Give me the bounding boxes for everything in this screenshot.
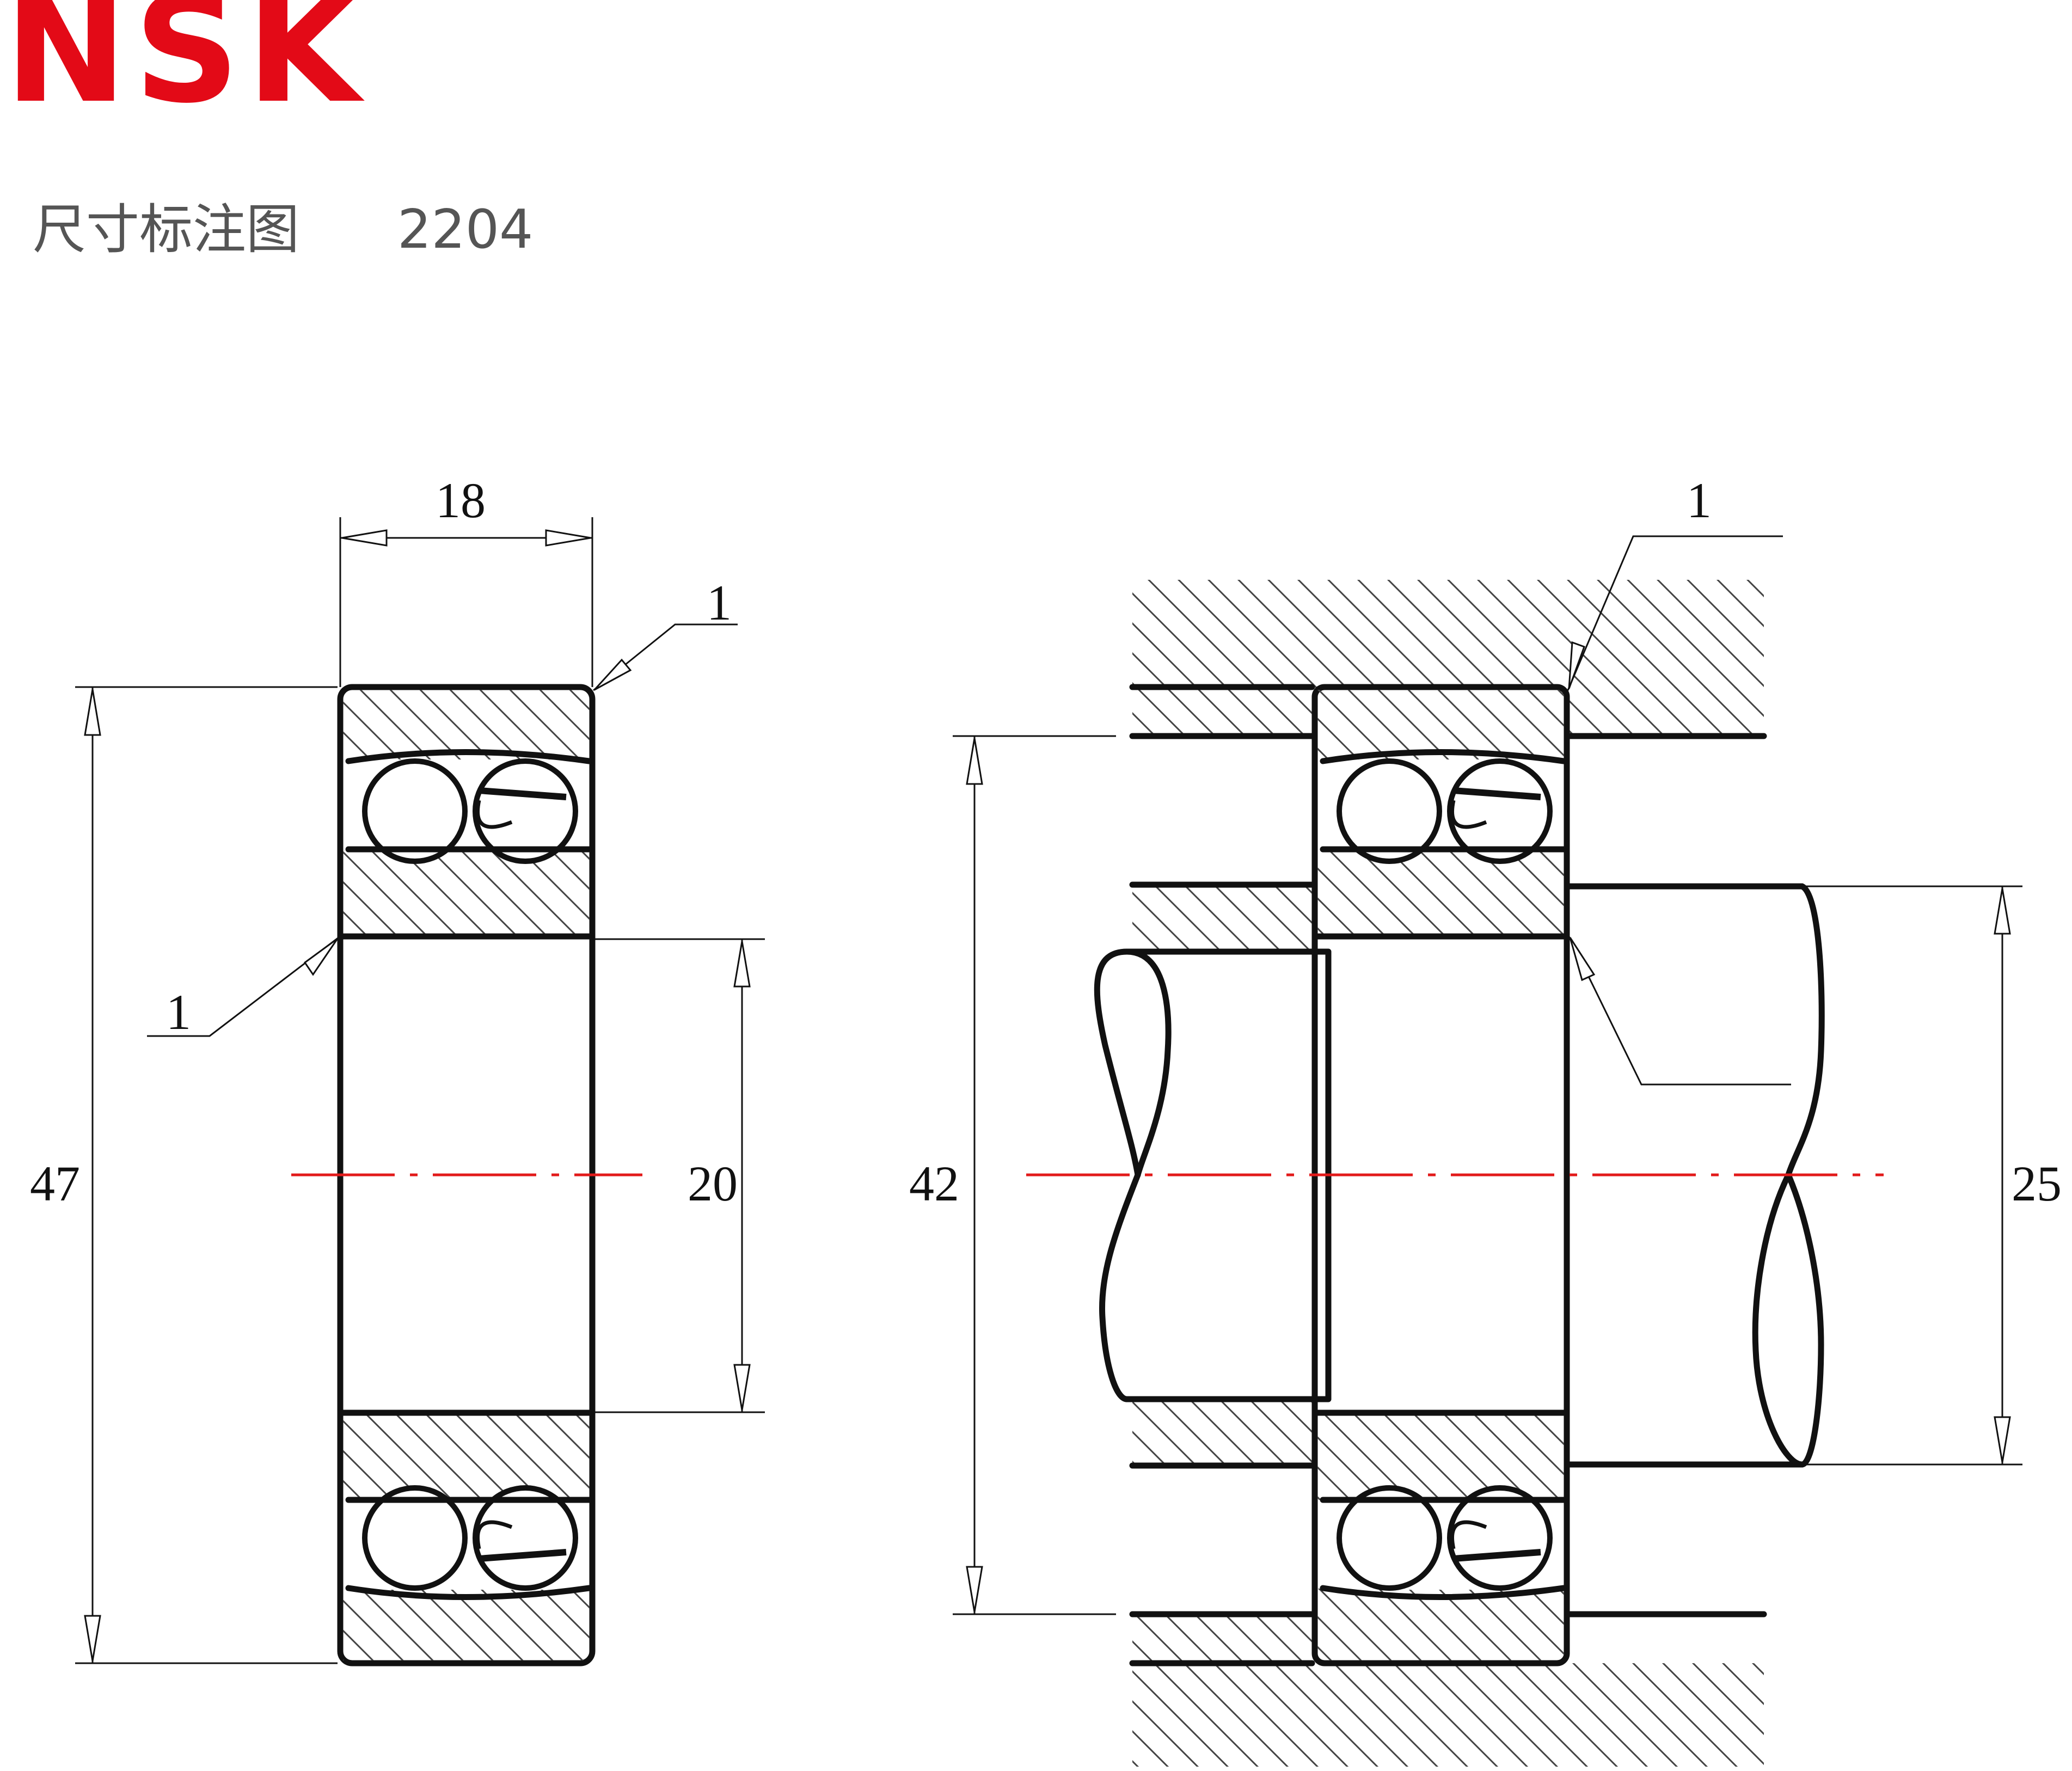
- mounted-ball-row-bottom: [1323, 1488, 1564, 1597]
- inner-ring-top: [343, 849, 590, 936]
- outer-ring-top: [343, 690, 590, 761]
- brand-logo: NSK: [4, 0, 367, 136]
- dim-chamfer-top-label: 1: [707, 575, 732, 630]
- header: NSK 尺寸标注图 2204: [4, 0, 533, 261]
- housing-bottom: [1132, 1663, 1764, 1767]
- drawing-title: 尺寸标注图: [33, 199, 299, 261]
- inner-ring-bottom: [343, 1413, 590, 1500]
- housing-top: [1132, 580, 1764, 689]
- dim-housing-shoulder-label: 42: [909, 1156, 959, 1211]
- ball-row-top: [348, 752, 589, 862]
- housing-shoulder-bottom: [1132, 1614, 1312, 1663]
- spacer-bottom: [1132, 1400, 1312, 1466]
- dim-outer-diameter-label: 47: [30, 1156, 80, 1211]
- dim-shaft-shoulder-label: 25: [2012, 1156, 2062, 1211]
- dim-chamfer-mounted-label: 1: [1687, 473, 1712, 528]
- part-number: 2204: [397, 199, 533, 261]
- mounted-ball-row-top: [1323, 752, 1564, 862]
- bearing-section-view: 18 47 20 1 1: [30, 473, 765, 1666]
- outer-ring-bottom: [343, 1589, 590, 1660]
- dim-width-label: 18: [436, 473, 486, 528]
- spacer-top: [1132, 885, 1312, 950]
- housing-shoulder-top: [1132, 687, 1312, 736]
- housing-top-right: [1568, 687, 1764, 736]
- dim-chamfer-bore-label: 1: [166, 984, 191, 1040]
- dim-bore-diameter-label: 20: [688, 1156, 738, 1211]
- mounting-view: 42 25 1: [909, 473, 2062, 1767]
- ball-row-bottom: [348, 1488, 589, 1597]
